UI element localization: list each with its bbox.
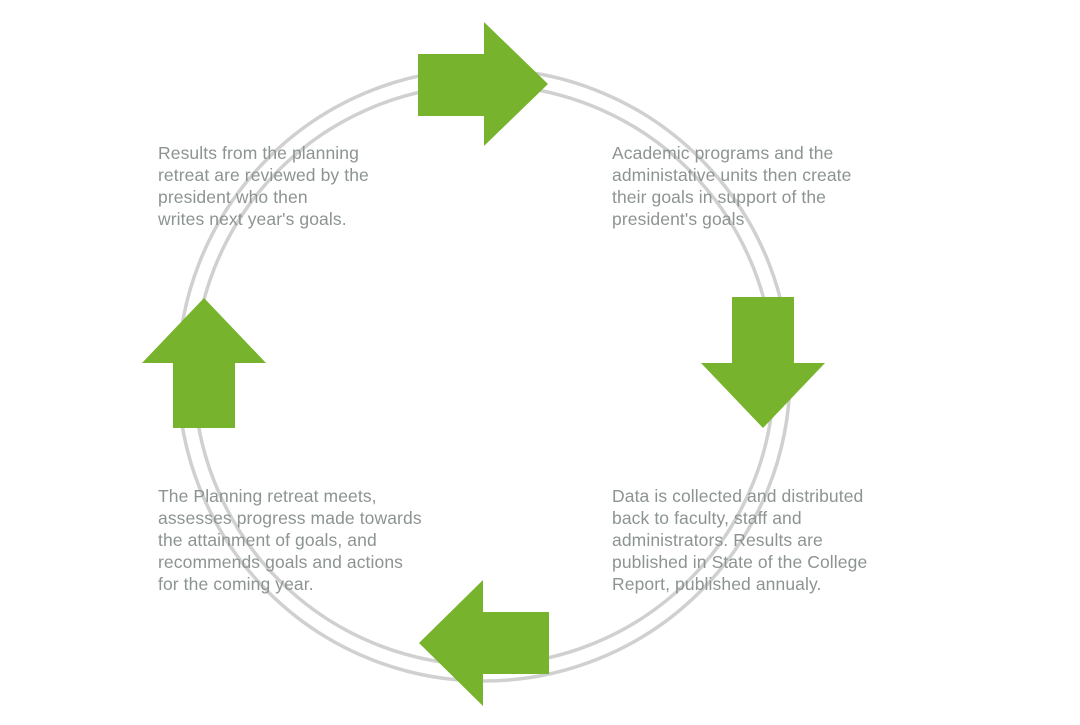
step-text-collect-data: Data is collected and distributed back t…	[612, 486, 868, 594]
arrow-right-icon	[418, 22, 548, 146]
step-text-planning-retreat: The Planning retreat meets, assesses pro…	[158, 486, 422, 594]
step-text-create-goals: Academic programs and the administative …	[612, 143, 852, 229]
arrow-up-icon	[142, 298, 266, 428]
arrow-left-icon	[419, 580, 549, 706]
step-text-review-results: Results from the planning retreat are re…	[158, 143, 369, 229]
arrow-down-icon	[701, 297, 825, 428]
